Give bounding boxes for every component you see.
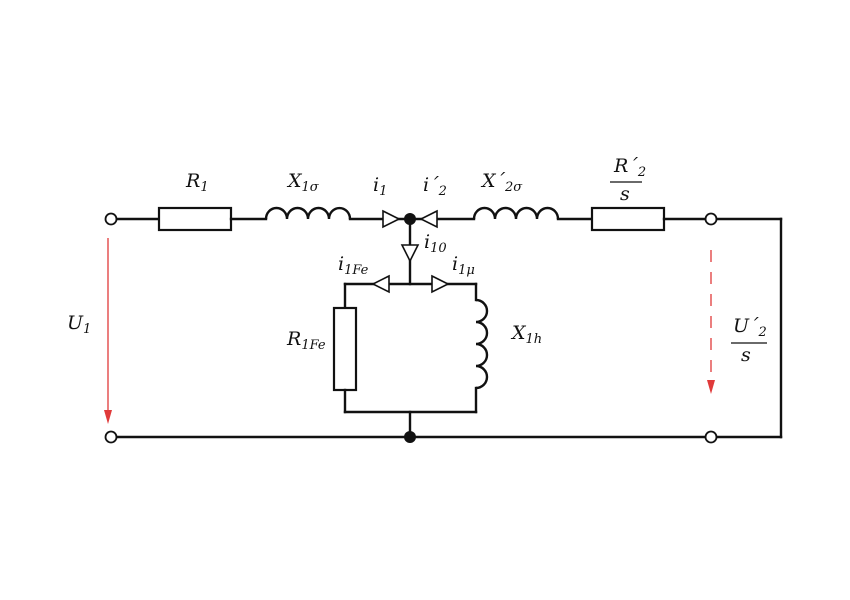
terminal-output-top [704,212,718,226]
terminal-input-bottom [104,430,118,444]
current-arrow-i2prime [419,209,438,229]
inductor-x1sigma [264,206,352,220]
current-arrow-i1fe [371,274,390,294]
current-arrow-i10 [400,244,420,263]
inductor-x2sigma [472,206,560,220]
node-bottom-junction [404,431,416,443]
label-r2-denominator: s [620,183,630,205]
inductor-x1h [475,298,489,390]
label-i1: i1 [373,174,387,199]
label-r1fe: R1Fe [286,328,326,353]
node-top-junction [404,213,416,225]
resistor-r2-over-s [590,206,666,232]
voltage-arrow-u1-head [104,410,112,424]
label-x2sigma: X´2σ [480,170,523,195]
current-arrow-i1mu [431,274,450,294]
label-u2-numerator: U´2 [733,315,767,340]
label-i1fe: i1Fe [338,253,369,278]
label-i1mu: i1μ [452,253,475,278]
label-u1: U1 [67,312,91,337]
label-x1h: X1h [510,322,542,347]
current-arrow-i1 [382,209,401,229]
resistor-r1fe [332,306,358,392]
label-x1sigma: X1σ [286,170,320,195]
terminal-output-bottom [704,430,718,444]
voltage-arrow-u2-head [707,380,715,394]
label-i10: i10 [424,231,447,256]
resistor-r1 [157,206,233,232]
label-u2-denominator: s [741,344,751,366]
label-i2prime: i´2 [423,174,447,199]
label-r2-numerator: R´2 [613,155,646,180]
terminal-input-top [104,212,118,226]
label-r1: R1 [185,170,209,195]
